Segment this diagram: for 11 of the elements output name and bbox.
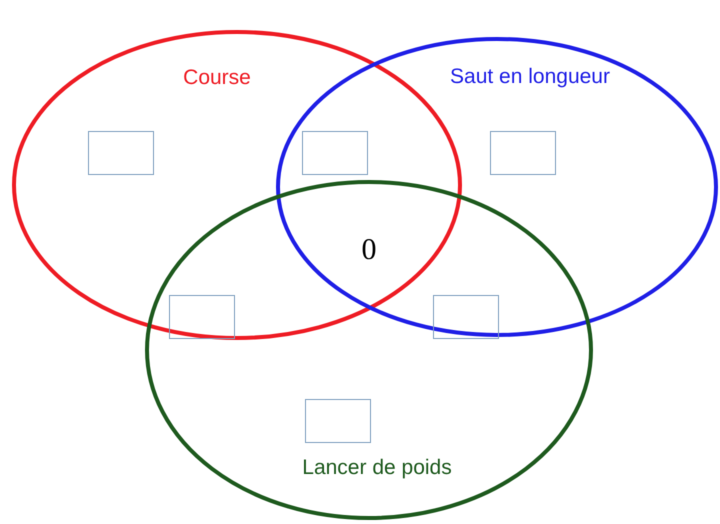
answer-box: [169, 295, 235, 339]
answer-box: [88, 131, 154, 175]
number-label: 0: [362, 233, 376, 267]
set-ellipse: [276, 37, 718, 337]
answer-box: [490, 131, 556, 175]
set-label: Saut en longueur: [450, 65, 610, 89]
answer-box: [305, 399, 371, 443]
set-label: Course: [183, 66, 251, 90]
set-label: Lancer de poids: [302, 456, 452, 480]
answer-box: [302, 131, 368, 175]
set-ellipse: [145, 180, 593, 520]
